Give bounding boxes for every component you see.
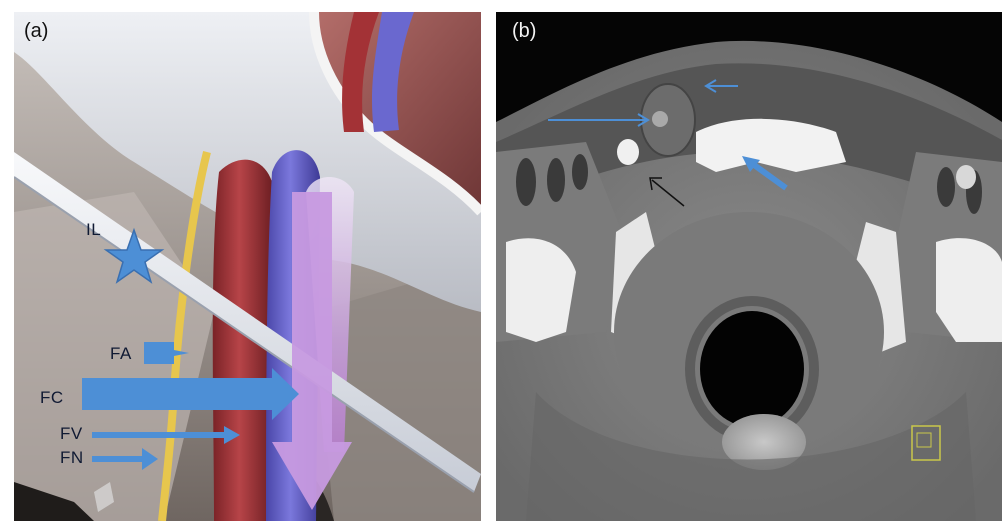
anatomy-illustration bbox=[14, 12, 481, 521]
label-fc: FC bbox=[40, 388, 64, 408]
panel-b-letter: (b) bbox=[512, 20, 536, 43]
label-fn: FN bbox=[60, 448, 84, 468]
panel-a-letter: (a) bbox=[24, 20, 48, 43]
panel-b-ct-scan: (b) bbox=[496, 12, 1002, 521]
label-il: IL bbox=[86, 220, 101, 240]
label-fv: FV bbox=[60, 424, 83, 444]
panel-a-illustration: (a) IL FA FC FV FN bbox=[14, 12, 481, 521]
ct-axial-image bbox=[496, 12, 1002, 521]
label-fa: FA bbox=[110, 344, 132, 364]
